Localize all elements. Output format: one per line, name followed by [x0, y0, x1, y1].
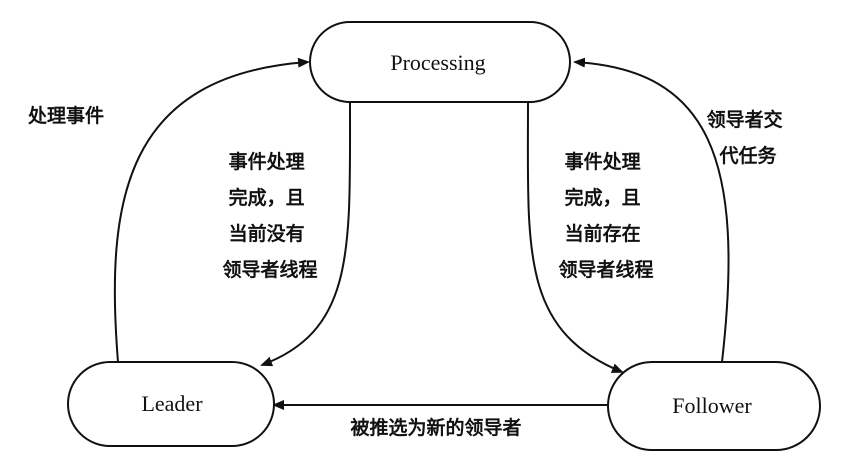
- node-processing: Processing: [309, 21, 571, 103]
- edge-processing-to-follower: [526, 101, 624, 373]
- node-follower: Follower: [607, 361, 821, 451]
- edge-label-line: 领导者线程: [222, 258, 317, 281]
- edge-label-follower-to-leader: 被推选为新的领导者: [350, 416, 521, 439]
- node-follower-label: Follower: [672, 393, 752, 418]
- edge-label-line: 事件处理: [229, 150, 305, 173]
- edge-label-follower-to-processing: 领导者交 代任务: [707, 108, 790, 167]
- node-processing-label: Processing: [390, 50, 485, 75]
- edge-label-line: 当前没有: [229, 222, 305, 245]
- node-leader-label: Leader: [141, 391, 203, 416]
- edge-label-leader-to-processing: 处理事件: [27, 104, 104, 127]
- edge-label-processing-to-follower: 事件处理 完成，且 当前存在 领导者线程: [558, 150, 653, 281]
- edge-label-line: 完成，且: [565, 186, 641, 209]
- edge-label-line: 事件处理: [565, 150, 641, 173]
- edge-follower-to-processing: [573, 57, 730, 363]
- edge-label-line: 领导者交: [707, 108, 783, 131]
- edge-leader-to-processing: [113, 57, 310, 363]
- edge-label-line: 当前存在: [565, 222, 641, 245]
- edge-label-line: 领导者线程: [558, 258, 653, 281]
- node-leader: Leader: [67, 361, 275, 447]
- edge-label-line: 代任务: [718, 144, 777, 167]
- edge-label-line: 完成，且: [229, 186, 305, 209]
- edge-label-processing-to-leader: 事件处理 完成，且 当前没有 领导者线程: [222, 150, 317, 281]
- edge-processing-to-leader: [260, 101, 352, 367]
